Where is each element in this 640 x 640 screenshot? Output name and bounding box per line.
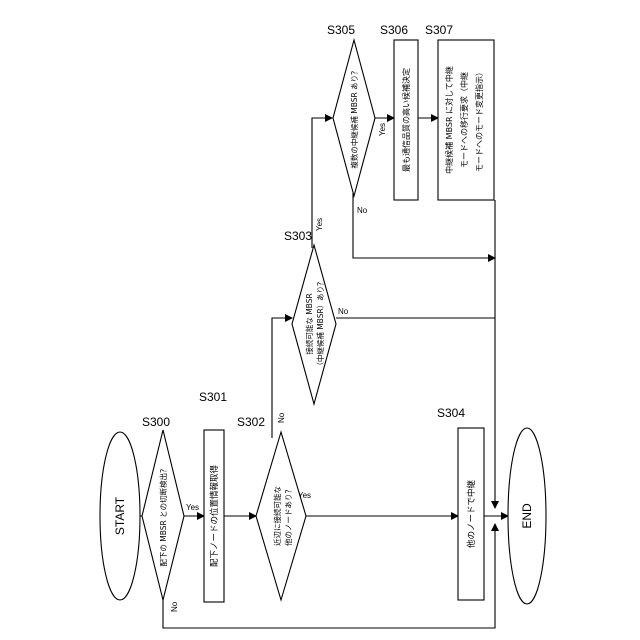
- s302-text-line1: 近辺に接続可能な: [272, 486, 282, 546]
- s305-text: 複数の中継候補 MBSR あり？: [349, 67, 359, 168]
- s304-text: 他のノードで中継: [466, 480, 477, 549]
- end-label: END: [520, 503, 534, 529]
- s302-id: S302: [237, 415, 265, 429]
- s301-text: 配下ノードの位置情報取得: [209, 465, 220, 568]
- start-label: START: [113, 496, 127, 535]
- s307-text-line3: モードへのモード変更指示）: [474, 68, 484, 172]
- s302-no-label: No: [277, 412, 286, 423]
- edge-s305-no: [353, 193, 495, 258]
- s301-id: S301: [199, 390, 227, 404]
- s306-text: 最も通信品質の高い候補決定: [401, 68, 411, 172]
- s307-id: S307: [425, 23, 453, 37]
- s303-decision: [292, 245, 336, 404]
- s303-text-line2: （中継候補 MBSR）あり？: [315, 278, 325, 369]
- s300-id: S300: [142, 415, 170, 429]
- s303-no-label: No: [338, 307, 349, 316]
- s300-yes-label: Yes: [186, 503, 199, 512]
- s302-yes-label: Yes: [298, 491, 311, 500]
- s303-yes-label: Yes: [315, 218, 324, 231]
- s304-id: S304: [437, 406, 465, 420]
- s305-yes-label: Yes: [378, 123, 387, 136]
- s300-text: 配下の MBSR との切断検出？: [158, 465, 168, 566]
- s303-text-line1: 接続可能な MBSR: [304, 293, 314, 354]
- s306-id: S306: [380, 23, 408, 37]
- s307-text-line2: モードへの移行要求（中継: [459, 72, 469, 168]
- s300-no-label: No: [170, 601, 179, 612]
- s302-text-line2: 他のノードあり？: [283, 486, 293, 546]
- s303-id: S303: [284, 229, 312, 243]
- s305-no-label: No: [357, 206, 368, 215]
- s307-text-line1: 中継候補 MBSR に対して中継: [444, 66, 454, 174]
- s305-id: S305: [327, 23, 355, 37]
